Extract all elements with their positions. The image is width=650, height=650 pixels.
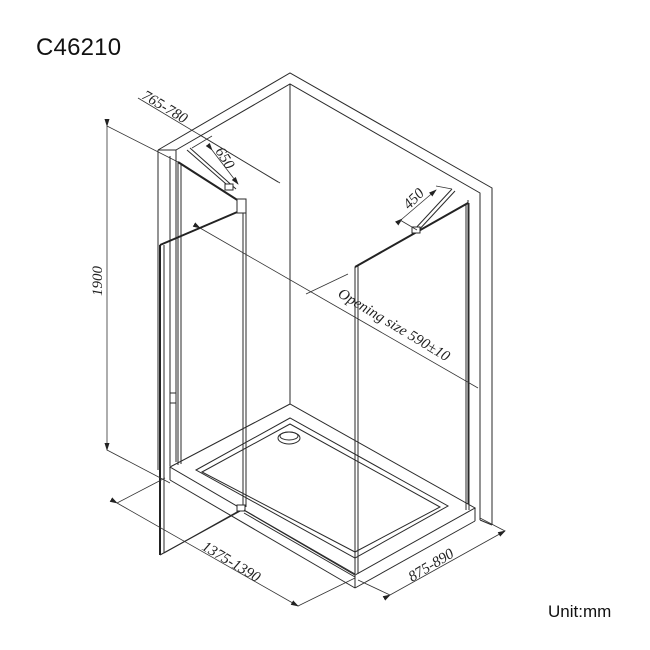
dim-left-arm: 650	[212, 145, 238, 173]
dim-length: 1375-1390	[199, 539, 263, 586]
dim-depth: 875-890	[406, 546, 458, 586]
unit-label: Unit:mm	[548, 602, 612, 621]
hinge-bracket-icon	[236, 198, 247, 214]
right-glass-panel	[354, 188, 470, 574]
dim-height: 1900	[90, 266, 106, 297]
dimension-lines	[104, 97, 506, 607]
dim-top-width: 765-780	[139, 88, 191, 128]
handle-icon	[169, 392, 177, 404]
dim-right-arm: 450	[401, 185, 429, 213]
wall-structure	[157, 72, 493, 526]
model-code: C46210	[36, 34, 122, 61]
dim-opening: Opening size 590±10	[335, 286, 453, 366]
